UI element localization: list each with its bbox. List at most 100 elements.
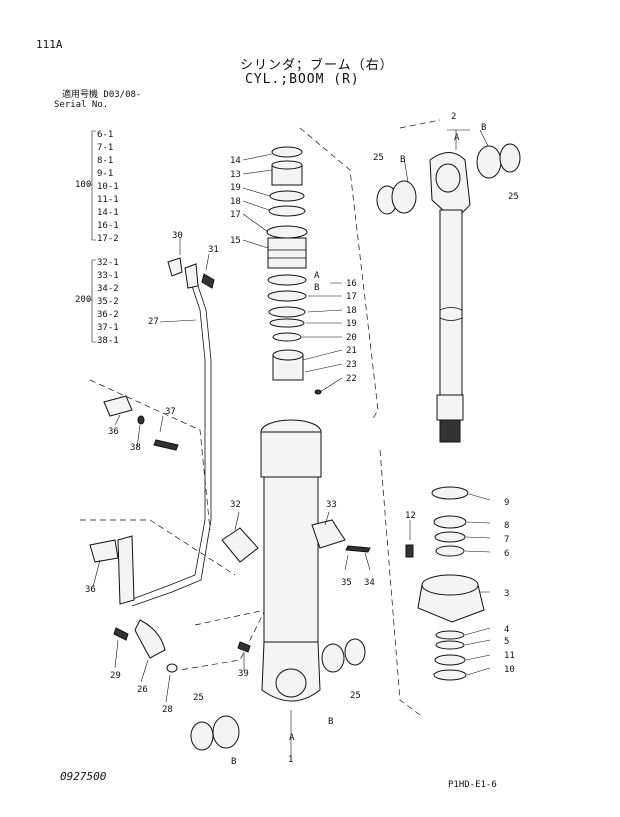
title-english: CYL.;BOOM (R): [245, 72, 360, 87]
callout-12: 12: [405, 511, 416, 521]
label-b: B: [231, 757, 236, 767]
callout-36-upper: 36: [108, 427, 119, 437]
bushing: [435, 545, 465, 557]
piston: [267, 237, 307, 269]
flange: [167, 257, 183, 277]
callout-22: 22: [346, 374, 357, 384]
cylinder-head-top: [421, 574, 479, 596]
rod-tip: [439, 419, 461, 443]
rod-eye-bore: [435, 163, 461, 193]
serial-item: 8-1: [97, 156, 114, 166]
pipe: [129, 279, 206, 601]
tube-head: [260, 431, 322, 478]
serial-item: 38-1: [97, 336, 119, 346]
bolt: [113, 627, 129, 641]
bolt: [237, 641, 251, 653]
serial-label-english: Serial No.: [54, 100, 109, 110]
callout-25-top-right: 25: [508, 192, 519, 202]
callout-20: 20: [346, 333, 357, 343]
backup-ring: [435, 630, 465, 640]
o-ring: [433, 669, 467, 681]
tube-eye: [275, 668, 307, 698]
wear-ring-top: [271, 160, 303, 170]
callout-18-top: 18: [230, 197, 241, 207]
bracket-group-100: [88, 130, 96, 241]
callout-37: 37: [165, 407, 176, 417]
o-ring: [268, 205, 306, 217]
serial-item: 17-2: [97, 234, 119, 244]
cylinder-tube: [190, 419, 366, 751]
callout-6: 6: [504, 549, 509, 559]
serial-item: 7-1: [97, 143, 114, 153]
callout-9: 9: [504, 498, 509, 508]
dust-seal-ring: [190, 721, 214, 751]
serial-item: 6-1: [97, 130, 114, 140]
bolt: [153, 439, 179, 451]
callout-17: 17: [346, 292, 357, 302]
pipe-outline: [131, 279, 212, 607]
label-a: A: [454, 133, 460, 143]
callout-35: 35: [341, 578, 352, 588]
buffer-ring: [434, 531, 466, 543]
callout-23: 23: [346, 360, 357, 370]
callout-29: 29: [110, 671, 121, 681]
boundary-line: [379, 449, 421, 716]
callout-25-top-left: 25: [373, 153, 384, 163]
bolt: [345, 545, 371, 553]
callout-11: 11: [504, 651, 515, 661]
o-ring: [269, 318, 305, 328]
dust-seal-ring: [499, 143, 521, 173]
washer: [137, 415, 145, 425]
cylinder-head-assembly: [405, 486, 485, 681]
backup-ring: [269, 190, 305, 202]
callout-25-bottom-right: 25: [350, 691, 361, 701]
piston-rod-assembly: [376, 143, 521, 443]
pipe-fitting: [184, 263, 199, 289]
boundary-line: [299, 127, 379, 421]
bracket-group-200: [88, 259, 96, 343]
rod-break: [439, 307, 463, 321]
dust-seal-ring: [344, 638, 366, 666]
callout-1: 1: [288, 755, 293, 765]
serial-label-japanese: 適用号機 D03/08-: [62, 90, 142, 100]
label-b: B: [400, 155, 405, 165]
callout-26: 26: [137, 685, 148, 695]
callout-25-bottom-left: 25: [193, 693, 204, 703]
label-b: B: [328, 717, 333, 727]
serial-item: 32-1: [97, 258, 119, 268]
serial-item: 35-2: [97, 297, 119, 307]
socket-bolt: [405, 544, 414, 558]
callout-33: 33: [326, 500, 337, 510]
slide-ring: [267, 274, 307, 286]
bushing: [321, 643, 345, 673]
serial-group-100-label: 100: [75, 180, 92, 190]
title-japanese: シリンダ；ブーム（右）: [240, 58, 394, 73]
boundary-line: [80, 519, 236, 576]
callout-31: 31: [208, 245, 219, 255]
seal: [266, 225, 308, 239]
serial-group-200-label: 200: [75, 295, 92, 305]
callout-3: 3: [504, 589, 509, 599]
nut-top: [272, 349, 304, 361]
seal-ring: [271, 146, 303, 158]
clamp: [103, 395, 133, 417]
piston-seal-stack: [266, 146, 322, 395]
seal-ring: [267, 290, 307, 302]
callout-13: 13: [230, 170, 241, 180]
callout-19: 19: [346, 319, 357, 329]
ring: [272, 332, 302, 342]
rod-thread: [436, 394, 464, 421]
callout-10: 10: [504, 665, 515, 675]
callout-34: 34: [364, 578, 375, 588]
serial-item: 11-1: [97, 195, 119, 205]
pipe-section: [117, 535, 135, 605]
page-id: 111A: [36, 38, 63, 51]
callout-15: 15: [230, 236, 241, 246]
o-ring: [435, 640, 465, 650]
backup-ring: [268, 306, 306, 318]
bushing: [391, 180, 417, 214]
wiper-ring: [431, 486, 469, 500]
bushing: [212, 715, 240, 749]
callout-38: 38: [130, 443, 141, 453]
